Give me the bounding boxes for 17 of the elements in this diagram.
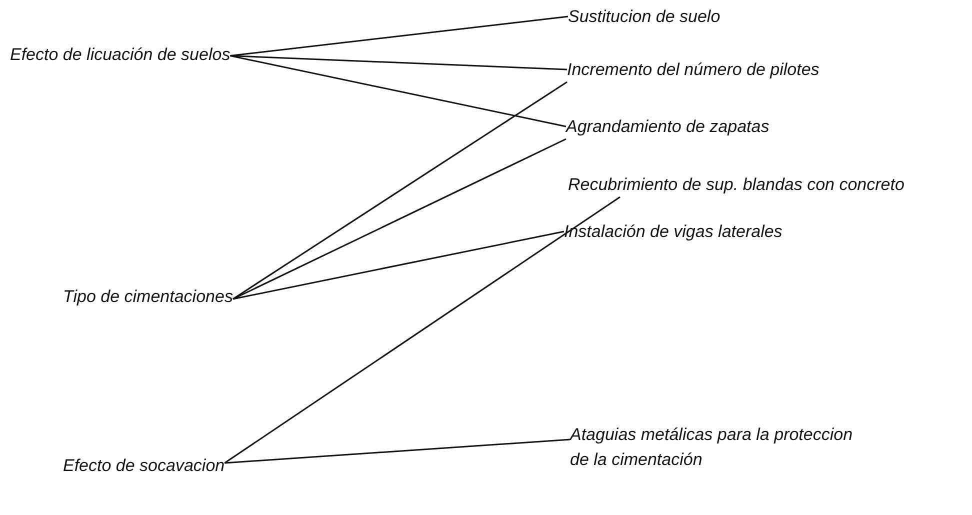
connector-line — [224, 438, 570, 464]
text-label: Efecto de socavacion — [63, 453, 225, 478]
connector-line — [230, 55, 566, 128]
connector-line — [232, 138, 566, 300]
text-label: Incremento del número de pilotes — [567, 57, 820, 82]
text-label: Efecto de licuación de suelos — [10, 42, 230, 67]
connector-line — [232, 230, 564, 300]
connector-line — [230, 16, 568, 56]
connector-line — [224, 196, 620, 464]
text-label: Instalación de vigas laterales — [564, 219, 782, 244]
text-label: Tipo de cimentaciones — [63, 284, 233, 309]
text-label: Ataguias metálicas para la proteccion de la cimentación — [570, 422, 860, 472]
text-label: Recubrimiento de sup. blandas con concreto — [568, 172, 968, 197]
connector-line — [230, 55, 568, 70]
text-label: Sustitucion de suelo — [568, 4, 720, 29]
text-label: Agrandamiento de zapatas — [566, 114, 770, 139]
connector-line — [232, 81, 568, 300]
